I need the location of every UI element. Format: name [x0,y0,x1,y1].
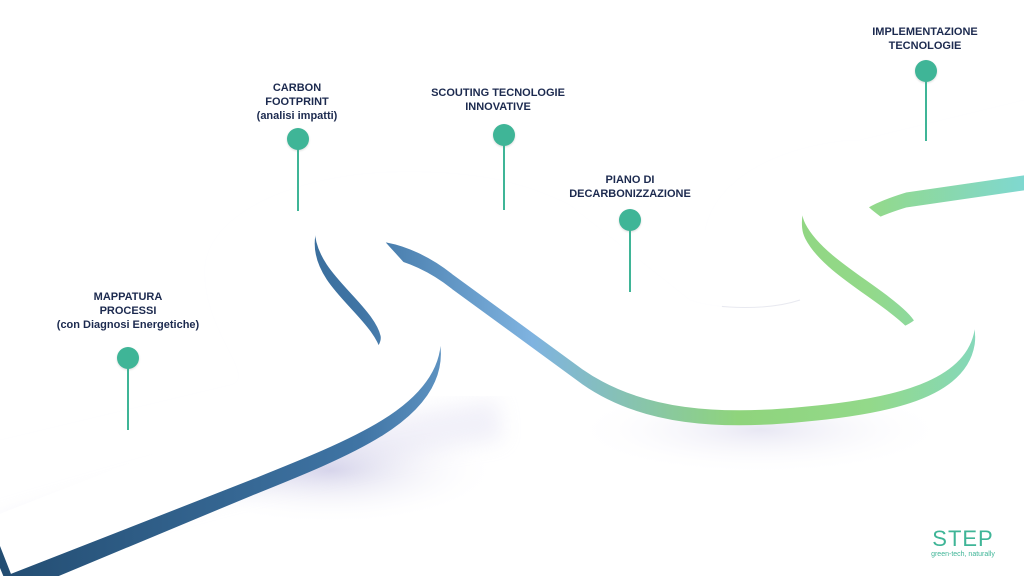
milestone-line: FOOTPRINT [265,95,329,108]
milestone-mappatura-label: MAPPATURA PROCESSI (con Diagnosi Energet… [38,291,218,332]
logo-tagline: green-tech, naturally [931,551,995,558]
milestone-line: (analisi impatti) [256,109,338,122]
milestone-line: TECNOLOGIE [888,39,962,52]
milestone-line: INNOVATIVE [465,100,531,113]
milestone-scouting-label: SCOUTING TECNOLOGIE INNOVATIVE [418,87,578,115]
milestone-piano-label: PIANO DI DECARBONIZZAZIONE [565,174,695,202]
road-surface [0,115,1024,574]
milestone-line: CARBON [272,82,322,94]
milestone-stem [925,81,927,141]
milestone-pin-icon [493,124,515,146]
milestone-stem [629,230,631,292]
milestone-stem [127,368,129,430]
milestone-implementazione-label: IMPLEMENTAZIONE TECNOLOGIE [860,26,990,54]
milestone-line: DECARBONIZZAZIONE [569,187,691,200]
milestone-line: PIANO DI [605,174,655,186]
logo-wordmark: STEP [932,526,994,551]
milestone-stem [297,149,299,211]
milestone-pin-icon [287,128,309,150]
milestone-stem [503,145,505,210]
milestone-line: IMPLEMENTAZIONE [872,26,978,38]
milestone-line: (con Diagnosi Energetiche) [56,318,200,331]
milestone-pin-icon [117,347,139,369]
step-logo: STEP green-tech, naturally [928,526,998,559]
milestone-pin-icon [619,209,641,231]
milestone-line: MAPPATURA [93,291,163,303]
milestone-pin-icon [915,60,937,82]
milestone-line: SCOUTING TECNOLOGIE [431,87,565,99]
milestone-carbon-label: CARBON FOOTPRINT (analisi impatti) [232,82,362,123]
milestone-line: PROCESSI [99,304,157,317]
